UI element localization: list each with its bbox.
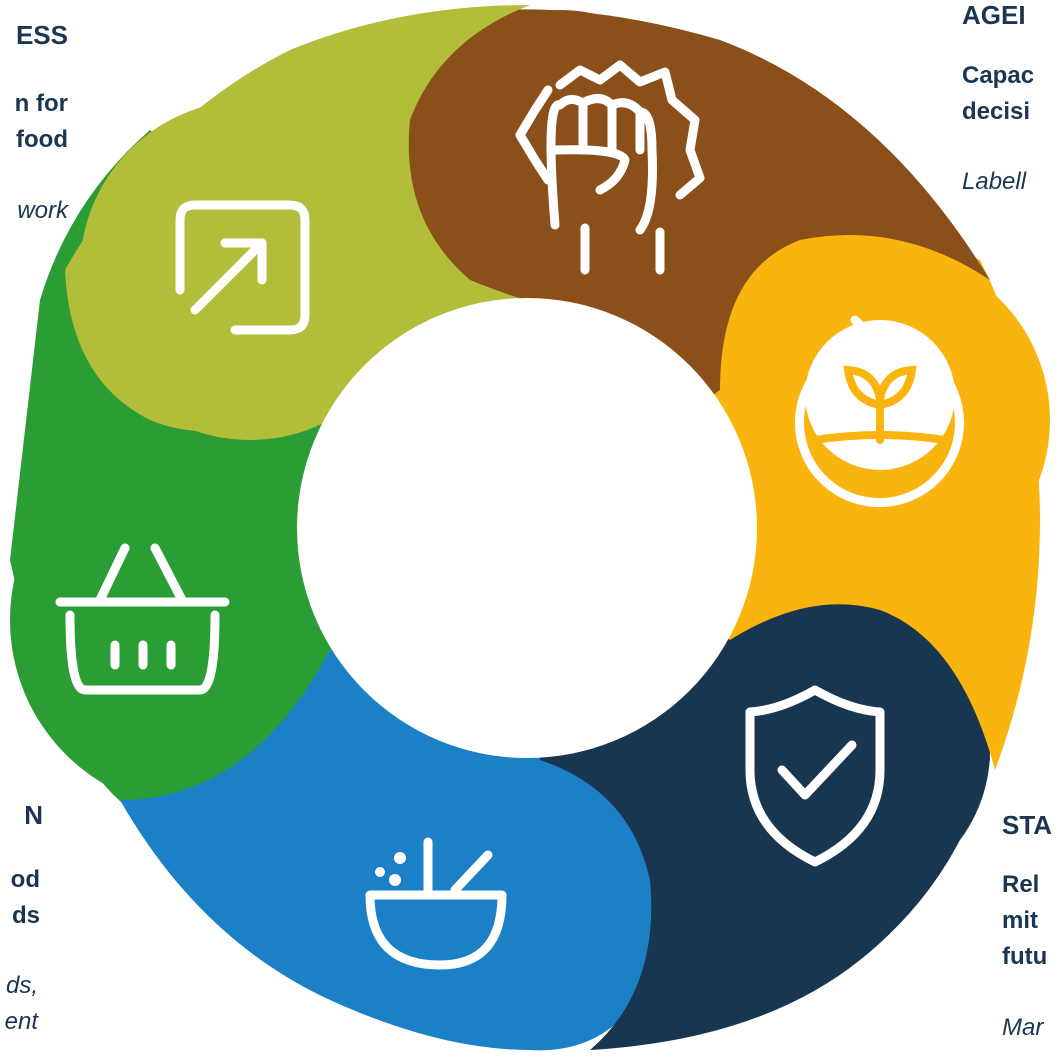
shopping-basket-icon [55, 543, 230, 695]
agency-line-1: Capac [962, 62, 1035, 89]
segment-access [65, 5, 530, 528]
shield-check-icon [745, 685, 885, 867]
food-bowl-icon [365, 837, 507, 970]
utilization-line-2: ds [11, 902, 40, 929]
raised-fist-icon [515, 60, 705, 275]
arrow-box-icon [175, 200, 310, 335]
stability-line-2: mit [1002, 907, 1038, 934]
agency-title: AGEI [962, 0, 1026, 30]
sprout-plant-icon [811, 365, 949, 444]
utilization-line-1: od [10, 866, 40, 893]
access-title: ESS [15, 20, 68, 50]
segment-utilization [120, 528, 668, 1051]
stability-line-3: futu [1002, 943, 1048, 970]
agency-line-3: Labell [962, 168, 1027, 195]
access-line-1: n for [14, 90, 68, 117]
stability-line-1: Rel [1002, 871, 1040, 898]
stability-title: STA [1002, 810, 1053, 840]
agency-line-2: decisi [962, 98, 1031, 125]
utilization-title: N [24, 800, 43, 830]
stability-line-4: Mar [1002, 1014, 1044, 1041]
utilization-line-3: ds, [5, 972, 38, 999]
access-line-3: work [17, 197, 68, 224]
access-line-2: food [16, 126, 68, 153]
utilization-line-4: ent [4, 1008, 38, 1035]
